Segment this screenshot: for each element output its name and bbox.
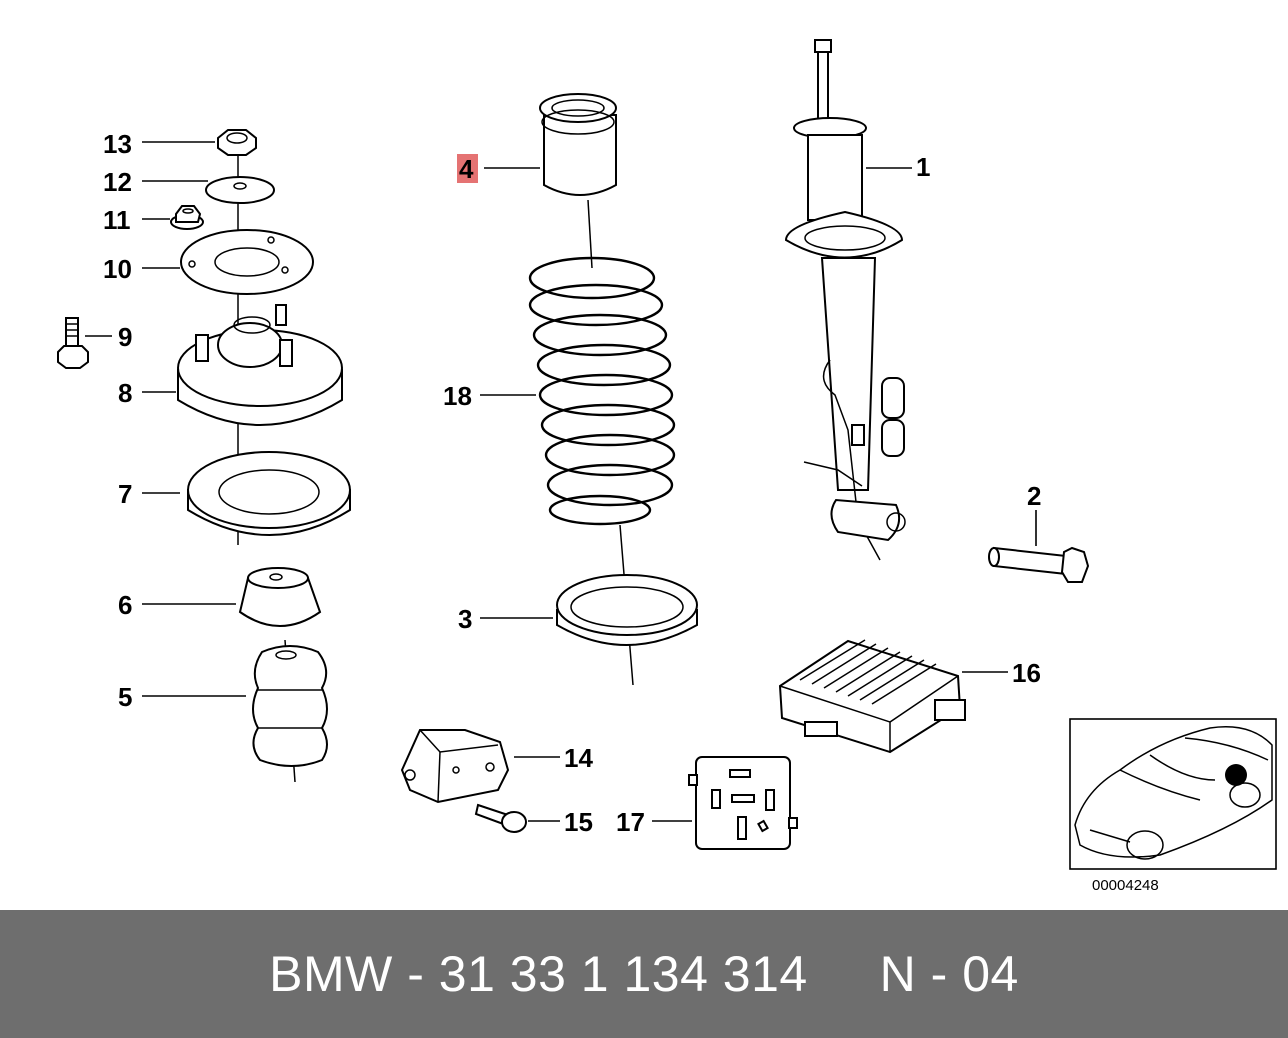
part-11-flange-nut — [170, 205, 204, 230]
callout-9: 9 — [118, 322, 132, 352]
callout-1: 1 — [916, 152, 930, 182]
part-number-text: BMW - 31 33 1 134 314 N - 04 — [269, 946, 1019, 1002]
part-6-bump-cap — [238, 567, 322, 627]
part-15-screw — [474, 803, 527, 833]
inset-code: 00004248 — [1092, 877, 1159, 894]
exploded-view-drawing: 00004248 13 12 11 10 9 8 7 6 5 4 18 3 1 … — [57, 39, 1277, 894]
inset-vehicle-locator: 00004248 — [1069, 718, 1277, 894]
callout-15: 15 — [564, 807, 593, 837]
part-5-bump-stop — [252, 645, 328, 767]
part-16-control-module — [778, 639, 966, 754]
callout-3: 3 — [458, 604, 472, 634]
inset-location-marker — [1225, 764, 1247, 786]
part-17-relay — [688, 756, 798, 850]
part-2-bolt — [988, 546, 1090, 583]
axis-line-center — [587, 199, 593, 269]
part-13-nut — [217, 129, 257, 156]
callout-2: 2 — [1027, 481, 1041, 511]
callout-17: 17 — [616, 807, 645, 837]
callout-7: 7 — [118, 479, 132, 509]
part-12-washer — [205, 176, 275, 204]
part-14-bracket — [400, 729, 510, 804]
part-4-dust-boot — [539, 93, 617, 196]
callout-13: 13 — [103, 129, 132, 159]
callout-14: 14 — [564, 743, 593, 773]
callout-8: 8 — [118, 378, 132, 408]
callout-4: 4 — [459, 154, 474, 184]
callout-16: 16 — [1012, 658, 1041, 688]
callout-6: 6 — [118, 590, 132, 620]
callout-12: 12 — [103, 167, 132, 197]
part-8-strut-mount — [177, 304, 343, 426]
callout-10: 10 — [103, 254, 132, 284]
part-3-spring-pad — [556, 574, 698, 646]
part-number-footer: BMW - 31 33 1 134 314 N - 04 — [0, 910, 1288, 1038]
callout-11: 11 — [103, 205, 131, 235]
callout-18: 18 — [443, 381, 472, 411]
part-7-rubber-ring — [187, 451, 351, 536]
part-18-coil-spring — [528, 256, 676, 526]
part-10-plate — [180, 229, 314, 295]
callout-5: 5 — [118, 682, 132, 712]
part-1-shock-absorber — [784, 39, 906, 561]
parts-diagram: 00004248 13 12 11 10 9 8 7 6 5 4 18 3 1 … — [57, 39, 1277, 894]
part-9-bolt — [57, 317, 89, 369]
highlight-box-4 — [457, 154, 478, 183]
